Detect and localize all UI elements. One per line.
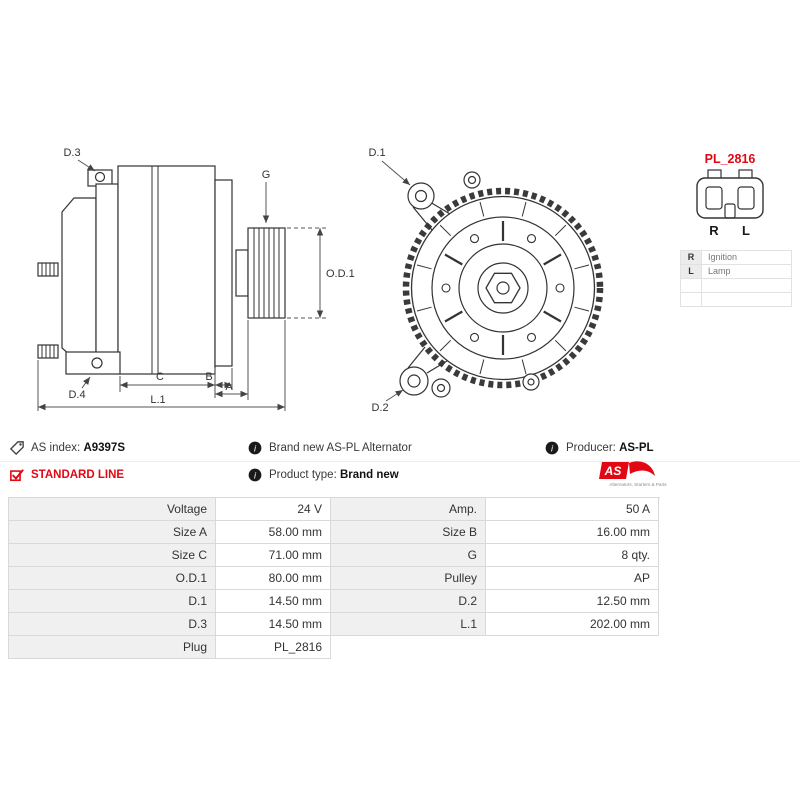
- info-icon: i: [545, 441, 559, 455]
- producer-item: i Producer: AS-PL: [545, 441, 654, 455]
- spec-label: D.3: [9, 613, 216, 636]
- spec-label: D.1: [9, 590, 216, 613]
- pin-label-l: L: [742, 223, 750, 238]
- spec-value: 24 V: [216, 498, 331, 521]
- spec-row: D.1 14.50 mm D.2 12.50 mm: [9, 590, 660, 613]
- dim-label-l1: L.1: [150, 394, 165, 406]
- spec-label: Pulley: [331, 567, 486, 590]
- dim-label-d1: D.1: [368, 147, 385, 159]
- spec-table: Voltage 24 V Amp. 50 A Size A 58.00 mm S…: [8, 497, 660, 659]
- front-view-dimension-lines: [381, 160, 411, 402]
- dim-label-b: B: [205, 371, 212, 383]
- as-index-item: AS index: A9397S: [10, 441, 125, 455]
- dim-label-g: G: [262, 169, 271, 181]
- spec-value: 58.00 mm: [216, 521, 331, 544]
- product-type-label: Product type:: [269, 469, 337, 481]
- plug-code-label: PL_2816: [705, 152, 756, 166]
- standard-line-label: STANDARD LINE: [31, 469, 125, 481]
- pin-key: R: [680, 251, 702, 264]
- pin-row-empty: [680, 293, 792, 307]
- standard-line-item: STANDARD LINE: [10, 468, 124, 482]
- dim-label-c: C: [156, 371, 164, 383]
- spec-row: Size A 58.00 mm Size B 16.00 mm: [9, 521, 660, 544]
- spec-label: Size B: [331, 521, 486, 544]
- checkbox-check-icon: [10, 468, 24, 482]
- product-type-item: i Product type: Brand new: [248, 468, 399, 482]
- side-view-dimension-lines: [37, 159, 326, 411]
- spec-label: G: [331, 544, 486, 567]
- spec-value: 14.50 mm: [216, 613, 331, 636]
- info-icon: i: [248, 468, 262, 482]
- spec-value: 14.50 mm: [216, 590, 331, 613]
- pin-row-l: L Lamp: [680, 265, 792, 279]
- spec-value: 12.50 mm: [486, 590, 659, 613]
- alternator-front-view: [402, 187, 604, 389]
- pin-function: Ignition: [702, 251, 792, 264]
- pin-row-empty: [680, 279, 792, 293]
- pin-function: Lamp: [702, 265, 792, 278]
- svg-text:i: i: [254, 471, 257, 481]
- svg-text:i: i: [254, 444, 257, 454]
- spec-value: 16.00 mm: [486, 521, 659, 544]
- spec-label: L.1: [331, 613, 486, 636]
- spec-value: AP: [486, 567, 659, 590]
- product-type-value: Brand new: [339, 469, 399, 481]
- as-index-value: A9397S: [83, 442, 125, 454]
- side-view-detail-lines: [41, 166, 280, 374]
- spec-label-empty: [331, 636, 486, 659]
- spec-value: 50 A: [486, 498, 659, 521]
- front-view-mounting-lugs: [399, 171, 540, 398]
- pin-assignment-table: R Ignition L Lamp: [680, 250, 792, 307]
- logo-text: AS: [604, 464, 622, 478]
- spec-label: Size C: [9, 544, 216, 567]
- spec-label: O.D.1: [9, 567, 216, 590]
- technical-drawing: D.3 D.4 G O.D.1 C B A L.1: [37, 147, 764, 414]
- pin-row-r: R Ignition: [680, 251, 792, 265]
- plug-connector-icon: [696, 169, 764, 219]
- pin-label-r: R: [709, 223, 719, 238]
- as-pl-logo: AS Alternators, Starters & Parts: [598, 461, 678, 493]
- spec-row: Plug PL_2816: [9, 636, 660, 659]
- dim-label-d4: D.4: [68, 389, 85, 401]
- divider: [0, 461, 800, 462]
- brand-note-text: Brand new AS-PL Alternator: [269, 442, 412, 454]
- producer-value: AS-PL: [619, 442, 654, 454]
- spec-row: Voltage 24 V Amp. 50 A: [9, 498, 660, 521]
- logo-tagline: Alternators, Starters & Parts: [609, 482, 667, 487]
- as-index-label: AS index:: [31, 442, 81, 454]
- dim-label-a: A: [225, 381, 233, 393]
- pin-key: L: [680, 265, 702, 278]
- spec-value: 8 qty.: [486, 544, 659, 567]
- brand-note-item: i Brand new AS-PL Alternator: [248, 441, 412, 455]
- dim-label-od1: O.D.1: [326, 268, 355, 280]
- spec-label: Size A: [9, 521, 216, 544]
- spec-value: PL_2816: [216, 636, 331, 659]
- spec-row: D.3 14.50 mm L.1 202.00 mm: [9, 613, 660, 636]
- spec-value-empty: [486, 636, 659, 659]
- spec-value: 202.00 mm: [486, 613, 659, 636]
- spec-label: Plug: [9, 636, 216, 659]
- spec-label: D.2: [331, 590, 486, 613]
- tag-icon: [10, 441, 24, 455]
- producer-label: Producer:: [566, 442, 616, 454]
- dim-label-d3: D.3: [63, 147, 80, 159]
- dim-label-d2: D.2: [371, 402, 388, 414]
- spec-value: 80.00 mm: [216, 567, 331, 590]
- spec-row: O.D.1 80.00 mm Pulley AP: [9, 567, 660, 590]
- spec-row: Size C 71.00 mm G 8 qty.: [9, 544, 660, 567]
- spec-label: Amp.: [331, 498, 486, 521]
- logo-swoosh: [629, 461, 655, 476]
- spec-label: Voltage: [9, 498, 216, 521]
- spec-value: 71.00 mm: [216, 544, 331, 567]
- info-icon: i: [248, 441, 262, 455]
- svg-text:i: i: [551, 444, 554, 454]
- alternator-side-view: [37, 165, 286, 375]
